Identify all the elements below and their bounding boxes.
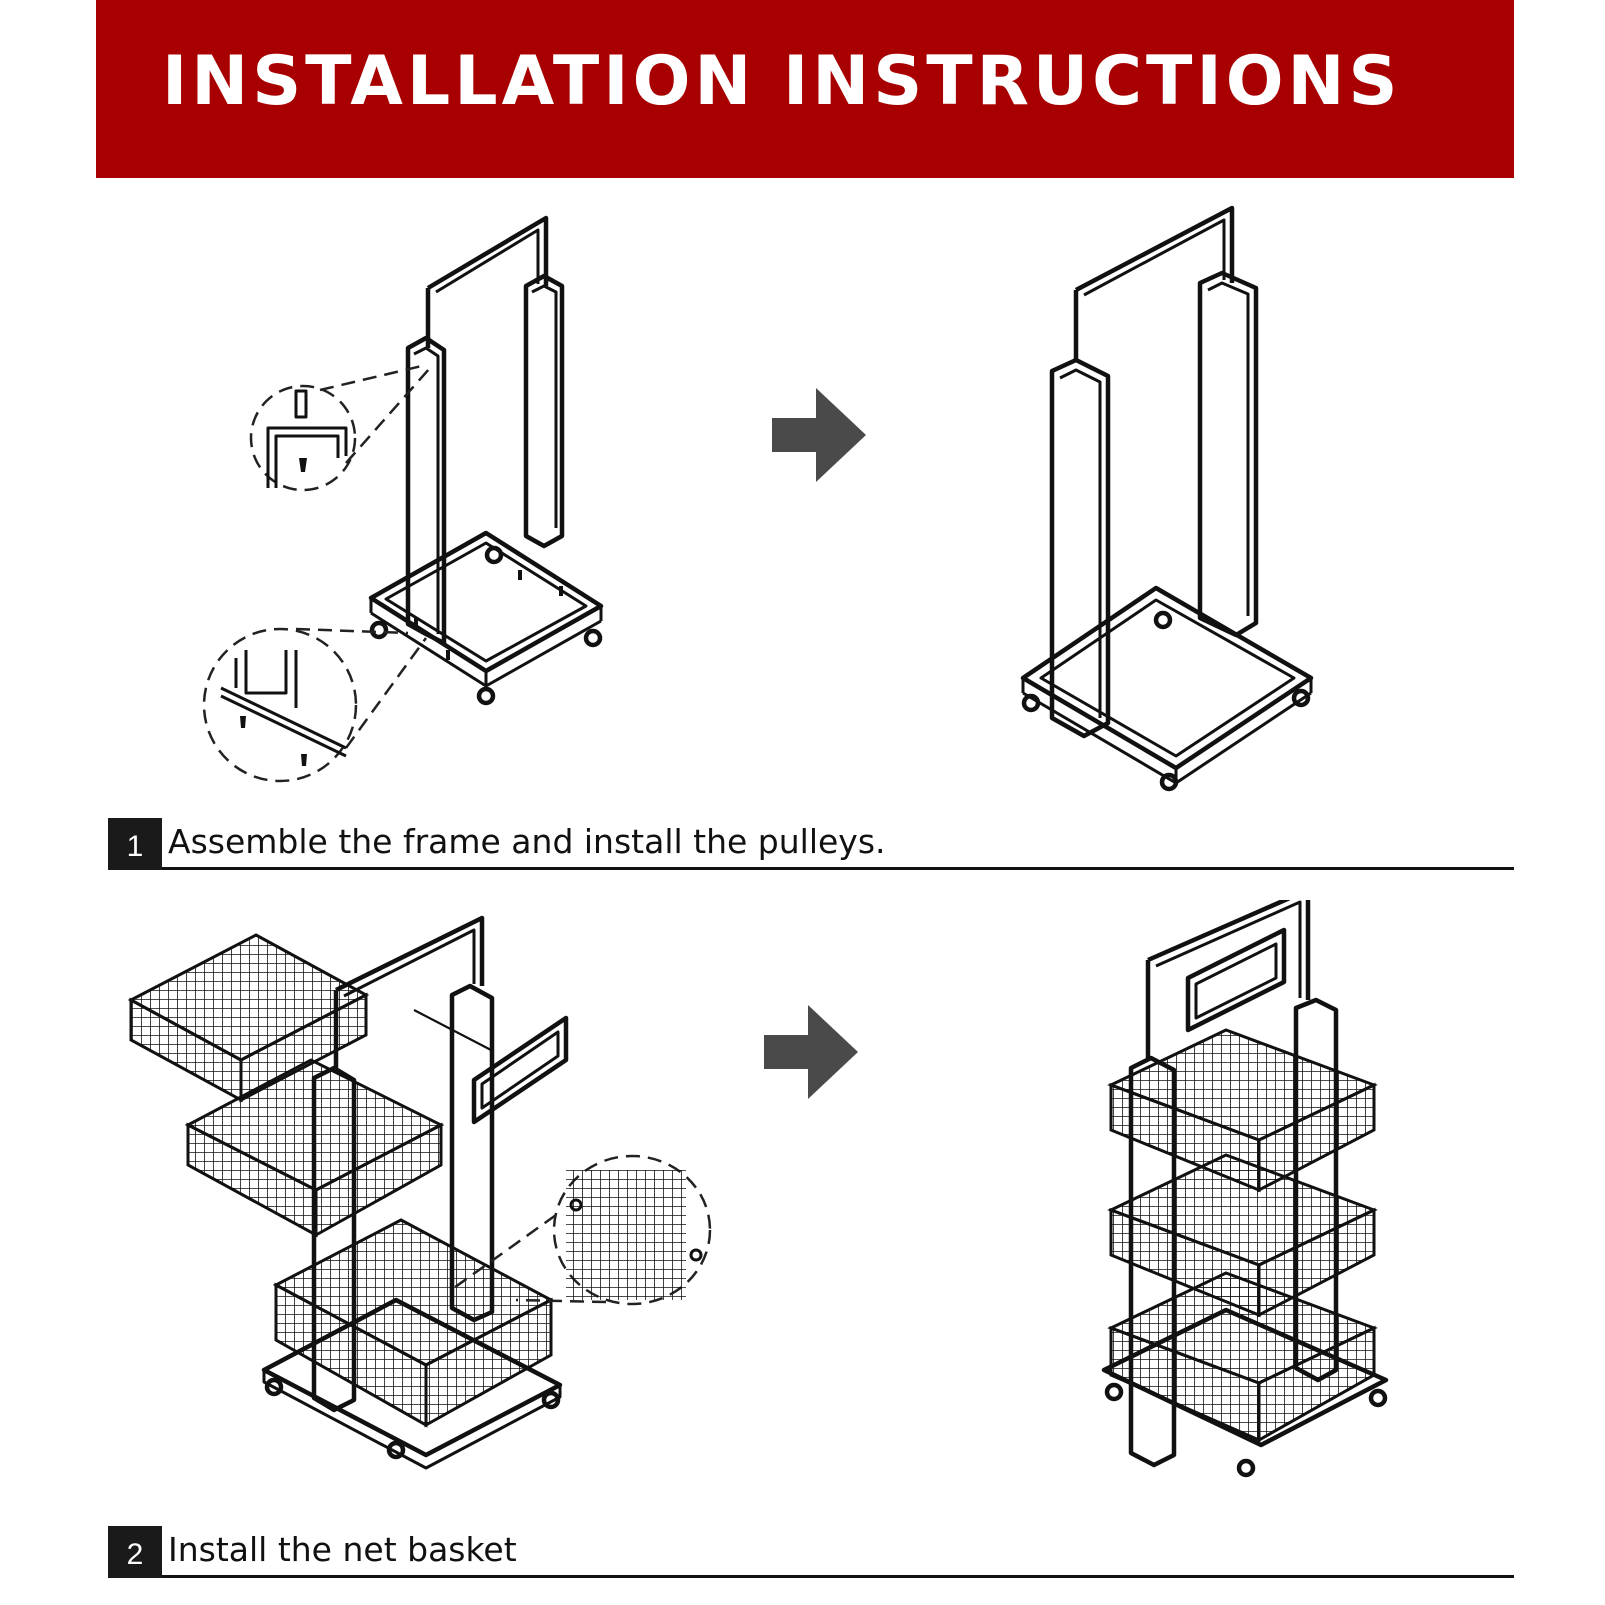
step-number-badge: 1 xyxy=(108,818,162,870)
arrow-right-icon xyxy=(772,388,866,482)
assembled-basket-cart xyxy=(1101,900,1389,1478)
header-banner: INSTALLATION INSTRUCTIONS xyxy=(96,0,1514,178)
basket-hook-detail-callout xyxy=(450,1154,712,1306)
page-title: INSTALLATION INSTRUCTIONS xyxy=(162,42,1402,121)
step-2-caption: 2 Install the net basket xyxy=(108,1526,1514,1578)
arrow-right-icon xyxy=(764,1005,858,1099)
step-2-illustration xyxy=(96,900,1514,1500)
divider-line xyxy=(162,867,1514,870)
wire-baskets-exploded xyxy=(127,915,563,1470)
step-instruction: Assemble the frame and install the pulle… xyxy=(168,822,886,861)
sign-board xyxy=(471,1015,569,1125)
frame-parts-exploded xyxy=(368,215,604,706)
assembled-frame-with-casters xyxy=(1020,205,1314,792)
divider-line xyxy=(162,1575,1514,1578)
base-detail-callout xyxy=(202,627,428,783)
step-number-badge: 2 xyxy=(108,1526,162,1578)
step-1-caption: 1 Assemble the frame and install the pul… xyxy=(108,818,1514,870)
step-instruction: Install the net basket xyxy=(168,1530,517,1569)
screw-detail-callout xyxy=(249,363,431,492)
step-1-drawing xyxy=(202,205,1314,792)
step-1-illustration xyxy=(96,188,1514,798)
step-2-drawing xyxy=(127,900,1389,1478)
